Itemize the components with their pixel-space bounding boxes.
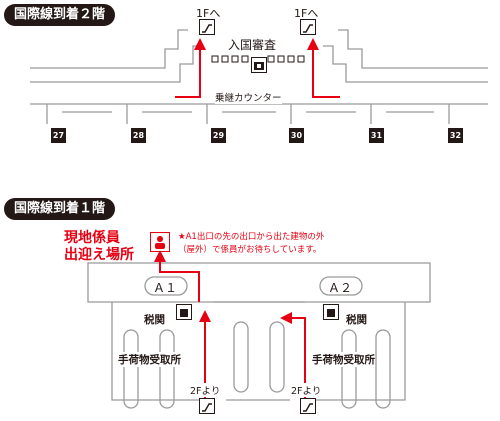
baggage-right-label: 手荷物受取所 <box>312 352 375 367</box>
gate-31: 31 <box>369 128 384 143</box>
meeting-point-line2: 出迎え場所 <box>64 247 134 263</box>
gate-30: 30 <box>289 128 304 143</box>
meeting-note-line1: ★A1出口の先の出口から出た建物の外 <box>178 232 325 242</box>
escalator-icon <box>199 398 215 414</box>
customs-icon <box>176 304 192 320</box>
floor2-outline <box>30 29 488 124</box>
exit-a1-label: Ａ１ <box>153 281 178 295</box>
meeting-note: ★A1出口の先の出口から出た建物の外 （屋外）で係員がお待ちしています。 <box>178 231 324 257</box>
meeting-note-line2: （屋外）で係員がお待ちしています。 <box>178 245 322 255</box>
gate-27: 27 <box>51 128 66 143</box>
customs-left-label: 税関 <box>144 314 165 326</box>
gate-29: 29 <box>211 128 226 143</box>
escalator-icon <box>199 19 215 35</box>
gate-28: 28 <box>131 128 146 143</box>
meeting-point-label: 現地係員 出迎え場所 <box>64 230 134 264</box>
customs-icon <box>323 304 339 320</box>
gate-32: 32 <box>448 128 463 143</box>
to-1f-left-label: 1Fへ <box>196 7 221 20</box>
escalator-icon <box>300 398 316 414</box>
floor2-title: 国際線到着２階 <box>4 4 116 26</box>
floor2-arrowheads <box>194 38 319 50</box>
from-2f-left-label: 2Fより <box>190 383 221 397</box>
quarantine-icon <box>251 57 267 73</box>
immigration-booths <box>211 55 305 63</box>
immigration-label: 入国審査 <box>228 38 277 52</box>
to-1f-right-label: 1Fへ <box>294 7 319 20</box>
customs-right-label: 税関 <box>346 314 367 326</box>
floor1-outline <box>87 262 431 409</box>
staff-icon <box>150 232 170 252</box>
floor1-title: 国際線到着１階 <box>4 198 116 220</box>
floor1-arrows <box>159 258 306 398</box>
meeting-point-line1: 現地係員 <box>64 230 120 246</box>
transfer-counter-label: 乗継カウンター <box>215 90 282 104</box>
baggage-left-label: 手荷物受取所 <box>118 352 181 367</box>
floor1-arrowheads <box>154 250 292 324</box>
from-2f-right-label: 2Fより <box>291 383 322 397</box>
floor2-arrows <box>175 46 340 98</box>
escalator-icon <box>300 19 316 35</box>
exit-a2-label: Ａ２ <box>328 281 353 295</box>
